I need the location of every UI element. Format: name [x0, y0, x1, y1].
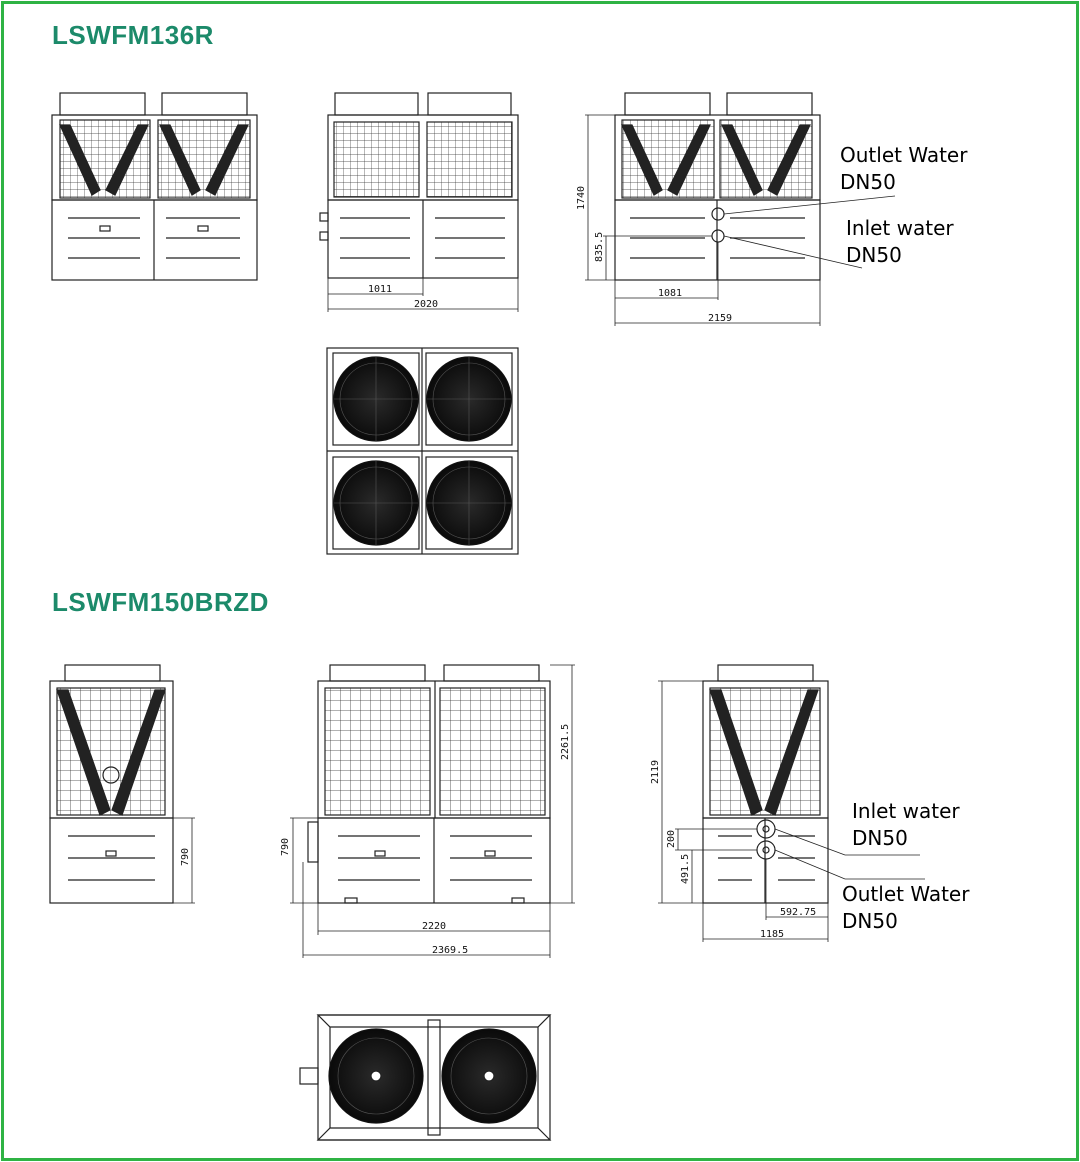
m1-inlet-water-title: Inlet water [846, 216, 954, 240]
m2-outlet-water-title: Outlet Water [842, 882, 970, 906]
m1-front-view [319, 92, 519, 312]
m2-front-view [290, 664, 575, 958]
m2-inlet-water-size: DN50 [852, 826, 908, 850]
m2-inlet-water-title: Inlet water [852, 799, 960, 823]
m2-side-view-right [658, 664, 925, 942]
m1-side-view-right [585, 92, 896, 326]
m1-inlet-water-size: DN50 [846, 243, 902, 267]
m1-dim-side-height: 1740 [576, 186, 587, 210]
model-title-2: LSWFM150BRZD [52, 587, 269, 617]
m2-dim-front-total: 2369.5 [432, 945, 468, 956]
m2-dim-side-height: 2119 [650, 760, 661, 784]
m1-dim-side-width: 2159 [708, 313, 732, 324]
m1-top-view [326, 347, 519, 555]
m1-dim-side-offset: 1081 [658, 288, 682, 299]
model-title-1: LSWFM136R [52, 20, 214, 50]
m2-side-view-left [49, 664, 195, 904]
fan-icon [441, 1028, 537, 1124]
m2-top-view [299, 1014, 552, 1141]
m1-side-view-left [51, 92, 258, 281]
m2-dim-side-low: 491.5 [680, 854, 691, 884]
fan-icon [426, 460, 512, 546]
m1-outlet-water-title: Outlet Water [840, 143, 968, 167]
m1-outlet-water-size: DN50 [840, 170, 896, 194]
m1-dim-front-width: 2020 [414, 299, 438, 310]
m2-dim-front-width: 2220 [422, 921, 446, 932]
m1-dim-front-offset: 1011 [368, 284, 392, 295]
fan-icon [333, 356, 419, 442]
fan-icon [333, 460, 419, 546]
fan-icon [426, 356, 512, 442]
m2-dim-front-pipe-height: 790 [280, 838, 291, 856]
m1-dim-side-inlet-height: 835.5 [594, 232, 605, 262]
m2-dim-side-pipe-gap: 200 [666, 830, 677, 848]
m2-dim-side-offset: 592.75 [780, 907, 816, 918]
m2-dim-front-height: 2261.5 [560, 724, 571, 760]
m2-dim-left-height: 790 [180, 848, 191, 866]
m2-dim-side-width: 1185 [760, 929, 784, 940]
m2-outlet-water-size: DN50 [842, 909, 898, 933]
fan-icon [328, 1028, 424, 1124]
